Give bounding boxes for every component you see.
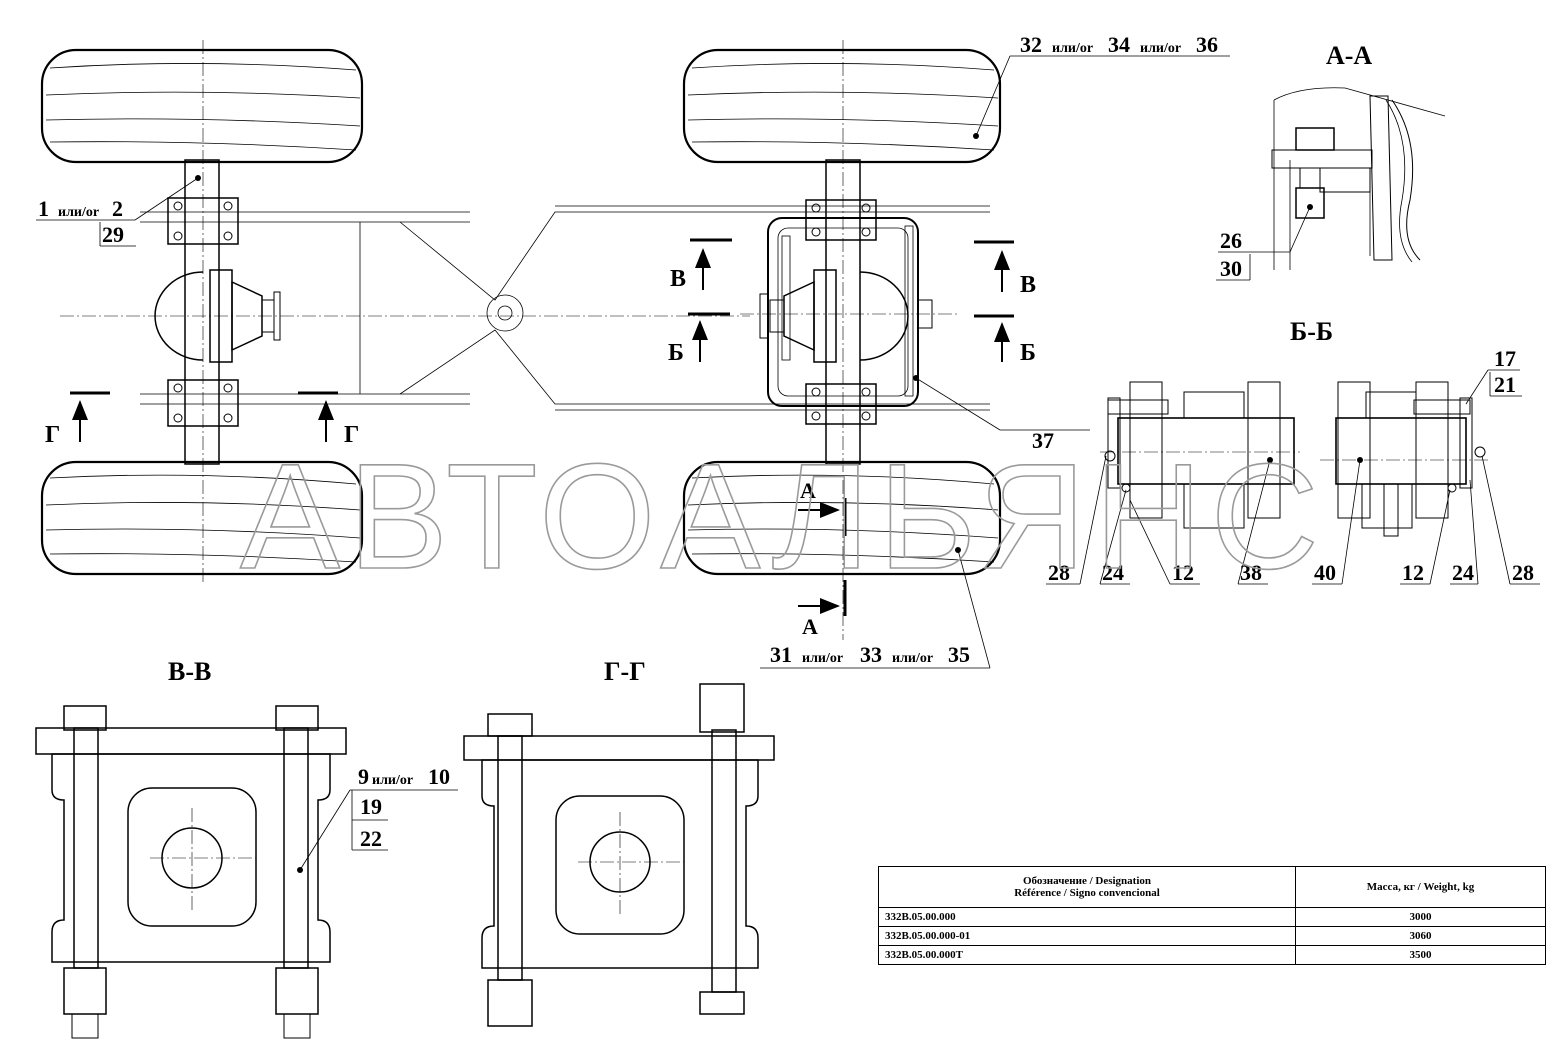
header-designation: Обозначение / Designation Référence / Si…: [878, 866, 1296, 908]
row-mass: 3500: [1295, 945, 1546, 965]
callout-21: 21: [1494, 372, 1516, 397]
mark-g-right: Г: [344, 422, 359, 448]
callout-12-left: 12: [1172, 560, 1194, 585]
mark-v-left: В: [670, 266, 686, 292]
left-bottom-wheel: [40, 460, 364, 576]
callout-31-or1: или/or: [802, 651, 843, 666]
callout-24-right: 24: [1452, 560, 1474, 585]
table-row: 332В.05.00.000-01 3060: [878, 926, 1546, 946]
section-vv: [35, 705, 458, 1039]
mark-a-top: А: [800, 478, 816, 503]
right-axle-view: [682, 40, 1002, 640]
callout-1-or: или/or: [58, 205, 99, 220]
callout-17: 17: [1494, 346, 1516, 371]
row-designation: 332В.05.00.000: [878, 907, 1296, 927]
callout-24-left: 24: [1102, 560, 1124, 585]
title-section-vv: В-В: [168, 657, 211, 686]
row-mass: 3000: [1295, 907, 1546, 927]
right-bottom-wheel: [682, 460, 1002, 576]
header-designation-line2: Référence / Signo convencional: [1014, 887, 1160, 899]
mark-a-bottom: А: [802, 614, 818, 639]
callout-38: 38: [1240, 560, 1262, 585]
mark-b-left: Б: [668, 340, 684, 366]
watermark: АВТОАЛЬЯНС: [240, 432, 1327, 600]
section-bb: [1046, 369, 1540, 585]
callout-2: 2: [112, 196, 123, 221]
table-row: 332В.05.00.000 3000: [878, 907, 1546, 927]
row-mass: 3060: [1295, 926, 1546, 946]
callout-32-or1: или/or: [1052, 41, 1093, 56]
mark-g-left: Г: [45, 422, 60, 448]
callout-12-right: 12: [1402, 560, 1424, 585]
section-aa: [1216, 87, 1446, 281]
plan-leaders: [36, 55, 1230, 669]
left-top-wheel: [40, 48, 364, 164]
callout-36: 36: [1196, 32, 1218, 57]
title-section-aa: А-А: [1326, 41, 1372, 70]
table-row: 332В.05.00.000Т 3500: [878, 945, 1546, 965]
callout-9-or: или/or: [372, 773, 413, 788]
title-section-bb: Б-Б: [1290, 317, 1333, 346]
callout-33: 33: [860, 642, 882, 667]
callout-10: 10: [428, 764, 450, 789]
section-markers: [70, 238, 1014, 616]
callout-31-or2: или/or: [892, 651, 933, 666]
mark-b-right: Б: [1020, 340, 1036, 366]
callout-26: 26: [1220, 228, 1242, 253]
callout-31: 31: [770, 642, 792, 667]
callout-35: 35: [948, 642, 970, 667]
callout-40: 40: [1314, 560, 1336, 585]
table-header-row: Обозначение / Designation Référence / Si…: [878, 866, 1546, 908]
callout-19: 19: [360, 794, 382, 819]
row-designation: 332В.05.00.000Т: [878, 945, 1296, 965]
mark-v-right: В: [1020, 272, 1036, 298]
mass-table: Обозначение / Designation Référence / Si…: [878, 866, 1546, 965]
header-mass: Масса, кг / Weight, kg: [1295, 866, 1546, 908]
header-designation-line1: Обозначение / Designation: [1022, 875, 1152, 887]
callout-34: 34: [1108, 32, 1130, 57]
callout-37: 37: [1032, 428, 1054, 453]
callout-32-or2: или/or: [1140, 41, 1181, 56]
callout-22: 22: [360, 826, 382, 851]
title-section-gg: Г-Г: [604, 657, 646, 686]
callout-28-right: 28: [1512, 560, 1534, 585]
callout-29: 29: [102, 222, 124, 247]
callout-32: 32: [1020, 32, 1042, 57]
left-axle-view: [40, 40, 990, 585]
row-designation: 332В.05.00.000-01: [878, 926, 1296, 946]
callout-30: 30: [1220, 256, 1242, 281]
right-top-wheel: [682, 48, 1002, 164]
callout-28-left: 28: [1048, 560, 1070, 585]
callout-1: 1: [38, 196, 49, 221]
section-gg: [463, 683, 775, 1027]
callout-9: 9: [358, 764, 369, 789]
